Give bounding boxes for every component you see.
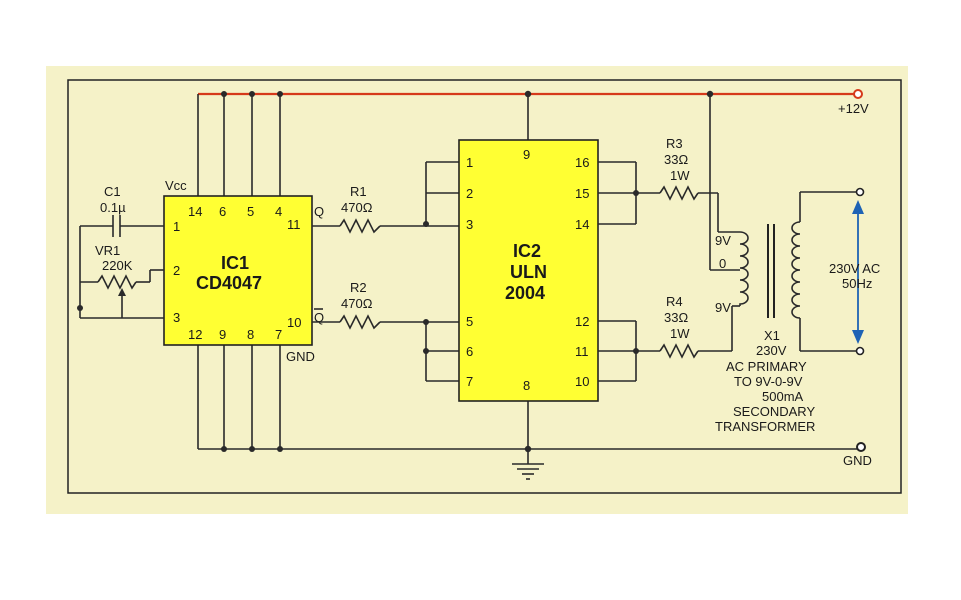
center-tap-wire xyxy=(709,94,740,271)
transformer-x1 xyxy=(739,187,865,356)
ic2-pin-3: 3 xyxy=(466,217,473,232)
ic2-pin-14: 14 xyxy=(575,217,589,232)
c1-capacitor xyxy=(79,215,164,308)
r4-value: 33Ω xyxy=(664,310,688,325)
ic2-pin-7: 7 xyxy=(466,374,473,389)
tap-bottom-label: 9V xyxy=(715,300,731,315)
note-line-2: TO 9V-0-9V xyxy=(734,374,803,389)
output-frequency: 50Hz xyxy=(842,276,872,291)
x1-primary: 230V xyxy=(756,343,787,358)
c1-value: 0.1µ xyxy=(100,200,126,215)
ic1-pin-wires xyxy=(197,94,281,449)
r1-ref: R1 xyxy=(350,184,367,199)
r3-power: 1W xyxy=(670,168,690,183)
x1-ref: X1 xyxy=(764,328,780,343)
output-voltage: 230V AC xyxy=(829,261,880,276)
ic2-part-line2: 2004 xyxy=(505,283,545,303)
r3-resistor xyxy=(636,185,740,233)
r1-resistor xyxy=(312,218,460,234)
diagram-border xyxy=(67,79,902,494)
note-line-4: SECONDARY xyxy=(733,404,815,419)
r2-ref: R2 xyxy=(350,280,367,295)
note-line-5: TRANSFORMER xyxy=(715,419,815,434)
q-output-label: Q xyxy=(314,204,324,219)
r2-value: 470Ω xyxy=(341,296,373,311)
ic1-pin-2: 2 xyxy=(173,263,180,278)
ic1-pin-12: 12 xyxy=(188,327,202,342)
vr1-potentiometer xyxy=(79,269,164,319)
supply-label: +12V xyxy=(838,101,869,116)
vr1-value: 220K xyxy=(102,258,133,273)
ic1-pin-10: 10 xyxy=(287,315,301,330)
ic2-part-line1: ULN xyxy=(510,262,547,282)
output-arrow xyxy=(852,200,864,344)
ic1-pin-11: 11 xyxy=(287,217,301,232)
r4-ref: R4 xyxy=(666,294,683,309)
ic2-pin-8: 8 xyxy=(523,378,530,393)
tap-top-label: 9V xyxy=(715,233,731,248)
ground-terminal xyxy=(856,442,866,452)
ic2-pin-15: 15 xyxy=(575,186,589,201)
ground-symbol xyxy=(512,463,544,480)
note-line-3: 500mA xyxy=(762,389,804,404)
ic2-pin-11: 11 xyxy=(575,344,589,359)
ic1-pin-7: 7 xyxy=(275,327,282,342)
ic2-pin-2: 2 xyxy=(466,186,473,201)
vr1-ref: VR1 xyxy=(95,243,120,258)
r4-resistor xyxy=(636,305,740,359)
ic1-name: IC1 xyxy=(221,253,249,273)
ic2-pin-1: 1 xyxy=(466,155,473,170)
r1-value: 470Ω xyxy=(341,200,373,215)
ground-label: GND xyxy=(843,453,872,468)
tap-center-label: 0 xyxy=(719,256,726,271)
ic1-pin-9: 9 xyxy=(219,327,226,342)
ic1-pin-8: 8 xyxy=(247,327,254,342)
ic2-pin-12: 12 xyxy=(575,314,589,329)
ic1-chip xyxy=(163,195,313,346)
ic2-pin-9: 9 xyxy=(523,147,530,162)
ic2-pin-6: 6 xyxy=(466,344,473,359)
ic2-pin-5: 5 xyxy=(466,314,473,329)
r2-resistor xyxy=(312,314,460,330)
qbar-output-label: Q xyxy=(314,310,324,325)
ic1-pin-14: 14 xyxy=(188,204,202,219)
r3-ref: R3 xyxy=(666,136,683,151)
ic1-pin-3: 3 xyxy=(173,310,180,325)
ic1-pin-1: 1 xyxy=(173,219,180,234)
c1-ref: C1 xyxy=(104,184,121,199)
transformer-note: AC PRIMARY TO 9V-0-9V 500mA SECONDARY TR… xyxy=(715,359,815,434)
ic2-chip xyxy=(458,139,599,402)
ic1-pin-5: 5 xyxy=(247,204,254,219)
note-line-1: AC PRIMARY xyxy=(726,359,807,374)
ic1-pin-6: 6 xyxy=(219,204,226,219)
ic1-part: CD4047 xyxy=(196,273,262,293)
ic1-gnd-label: GND xyxy=(286,349,315,364)
vcc-label: Vcc xyxy=(165,178,187,193)
ic1-pin-4: 4 xyxy=(275,204,282,219)
r4-power: 1W xyxy=(670,326,690,341)
supply-terminal xyxy=(853,89,863,99)
r3-value: 33Ω xyxy=(664,152,688,167)
ic2-name: IC2 xyxy=(513,241,541,261)
ic2-pin-10: 10 xyxy=(575,374,589,389)
ic2-pin-16: 16 xyxy=(575,155,589,170)
ic2-input-ties xyxy=(425,161,460,382)
